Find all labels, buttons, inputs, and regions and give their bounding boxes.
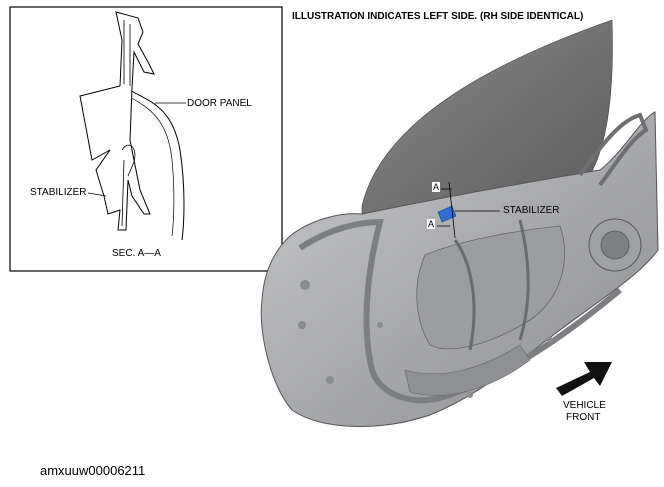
section-label: SEC. A—A <box>112 248 161 259</box>
section-inset <box>9 6 283 272</box>
inner-cutout-lower <box>404 344 531 396</box>
speaker-inner <box>600 230 630 260</box>
door-illustration <box>260 19 659 427</box>
hole <box>377 322 383 328</box>
inset-frame <box>9 6 283 272</box>
vehicle-front-arrow-icon <box>556 362 612 396</box>
section-cut-line <box>448 181 456 239</box>
glass-guide-rail <box>453 239 476 351</box>
hole <box>300 280 310 290</box>
door-panel-label: DOOR PANEL <box>187 98 252 109</box>
door-panel-inner <box>127 95 175 237</box>
stabilizer-profile <box>79 11 155 231</box>
window-frame <box>578 112 649 187</box>
hole <box>467 392 473 398</box>
regulator-rail <box>518 219 530 341</box>
header-note: ILLUSTRATION INDICATES LEFT SIDE. (RH SI… <box>292 11 584 22</box>
hole <box>326 376 334 384</box>
main-stabilizer-label: STABILIZER <box>503 205 560 216</box>
section-marker-lower: A <box>427 219 436 229</box>
clip-upper <box>123 20 131 86</box>
image-code: amxuuw00006211 <box>40 463 146 478</box>
clip-lower <box>121 144 136 227</box>
section-marker-upper: A <box>432 182 441 192</box>
hole <box>298 321 306 329</box>
direction-label-line2: FRONT <box>566 412 601 423</box>
hole <box>547 337 553 343</box>
stabilizer-leader-inset <box>87 192 107 197</box>
direction-label-line1: VEHICLE <box>563 400 606 411</box>
door-panel-outline <box>129 89 185 241</box>
inset-stabilizer-label: STABILIZER <box>30 187 87 198</box>
stabilizer-highlight <box>437 205 457 223</box>
